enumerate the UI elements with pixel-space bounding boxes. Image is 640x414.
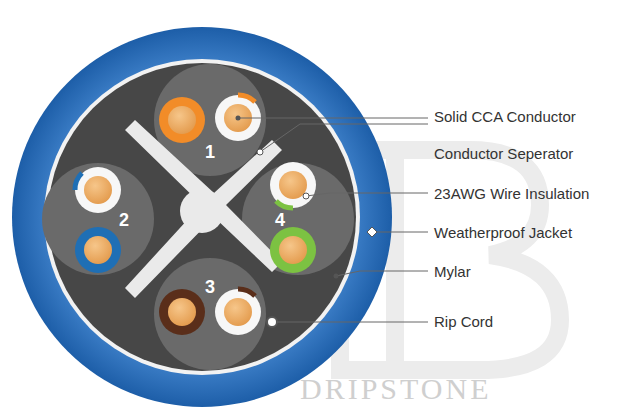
watermark-text: DRIPSTONE (300, 372, 491, 406)
part-label: Conductor Seperator (434, 145, 573, 162)
callout-number: 2 (119, 210, 129, 231)
separator-hub (180, 189, 224, 233)
callout-number: 3 (205, 277, 215, 298)
part-label: Solid CCA Conductor (434, 108, 576, 125)
pair-sheaths (42, 64, 354, 370)
weatherproof-jacket (12, 27, 392, 407)
conductor-separator (125, 120, 282, 298)
part-label: Rip Cord (434, 313, 493, 330)
part-label: 23AWG Wire Insulation (434, 185, 589, 202)
callout-number: 4 (275, 210, 285, 231)
rip-cord (267, 317, 277, 327)
part-label: Weatherproof Jacket (434, 224, 572, 241)
wires (75, 95, 316, 335)
leader-dots (236, 116, 378, 279)
callout-number: 1 (205, 142, 215, 163)
part-label: Mylar (434, 263, 471, 280)
leader-lines (238, 118, 428, 322)
